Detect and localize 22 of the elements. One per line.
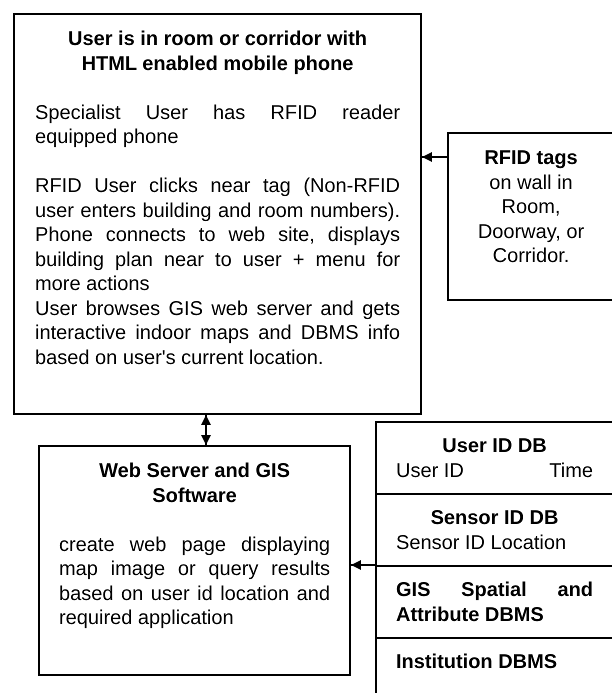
database-label: GIS Spatial and Attribute DBMS — [396, 578, 593, 627]
database-label: Institution DBMS — [396, 650, 558, 674]
description-text: User browses GIS web server and gets interactive indoor maps and DBMS info based on user's current location. — [35, 296, 400, 370]
box-heading: User is in room or corridor with HTML enabled mobile phone — [67, 27, 368, 76]
database-heading: User ID DB — [441, 434, 548, 458]
description-text: Specialist User has RFID reader equipped phone — [35, 100, 400, 150]
arrow — [351, 560, 375, 570]
database-table — [375, 421, 612, 693]
arrow — [201, 415, 211, 445]
database-heading: Sensor ID DB — [430, 506, 560, 530]
field-name: Sensor ID Location — [396, 530, 568, 555]
box-heading: Web Server and GIS Software — [98, 459, 291, 508]
description-text: create web page displaying map image or query results based on user id location and required application — [59, 532, 330, 630]
arrow — [422, 152, 447, 162]
box-heading: RFID tags — [483, 146, 579, 170]
description-text: RFID User clicks near tag (Non-RFID user enters building and room numbers). Phone connects to web site, displays building plan near to user + menu for more actions — [35, 174, 400, 296]
process-box — [13, 13, 422, 415]
field-name: Time — [549, 458, 593, 483]
process-box — [38, 445, 351, 676]
process-box — [447, 132, 612, 301]
field-name: User ID — [396, 458, 464, 483]
description-text: on wall in Room, Doorway, or Corridor. — [476, 170, 586, 268]
